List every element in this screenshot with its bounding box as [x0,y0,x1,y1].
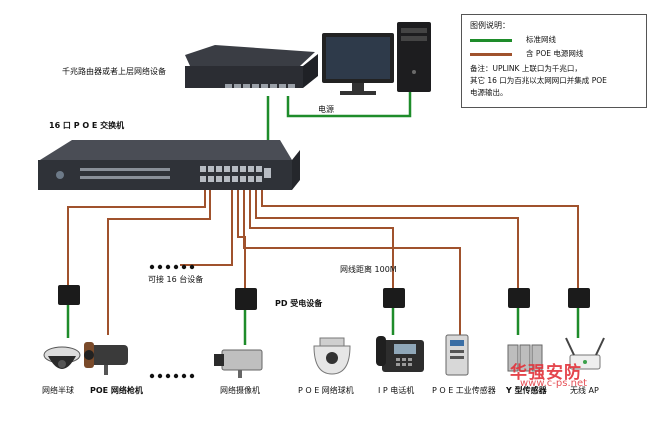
more-devices-dots [149,264,195,379]
router-label: 千兆路由器或者上层网络设备 [62,67,166,76]
ip-phone-label: I P 电话机 [378,386,415,395]
industrial-sensor-icon [445,334,469,376]
ap-label: 无线 AP [570,386,599,395]
legend-standard-label: 标准网线 [526,35,556,44]
legend-note-3: 电源输出。 [470,88,508,97]
bullet-camera-label: POE 网络枪机 [90,386,143,395]
wireless-ap-icon [565,337,605,370]
router-icon [185,45,318,88]
desktop-pc-icon [322,22,431,95]
watermark-logo: 华强安防 [510,363,582,383]
box-camera-label: 网络摄像机 [220,386,260,395]
bullet-camera-icon [84,342,128,375]
dome-camera-label: 网络半球 [42,386,74,395]
legend-standard-swatch [470,39,512,42]
legend-note-2: 其它 16 口为百兆以太网网口并集成 POE [470,76,607,85]
box-camera-icon [214,349,263,378]
speed-dome-label: P O E 网络球机 [298,386,354,395]
pd-label: PD 受电设备 [275,299,323,308]
legend-title: 图例说明： [470,21,510,30]
max-devices-label: 可接 16 台设备 [148,275,204,284]
legend-note-1: 备注：UPLINK 上联口为千兆口， [470,64,582,73]
legend-box: 图例说明： 标准网线 含 POE 电源网线 备注：UPLINK 上联口为千兆口，… [461,14,647,108]
poe-cables [67,185,579,335]
power-adapter-icon [58,285,590,310]
switch-label: 16 口 P O E 交换机 [49,121,125,130]
dome-camera-icon [43,346,81,369]
legend-poe-swatch [470,53,512,56]
legend-poe-label: 含 POE 电源网线 [526,49,584,58]
y-sensor-label: Y 型传感器 [506,386,547,395]
y-sensor-icon [507,344,543,372]
ip-phone-icon [376,336,424,372]
distance-label: 网线距离 100M [340,265,397,274]
poe-switch-icon [38,140,300,190]
industrial-sensor-label: P O E 工业传感器 [432,386,496,395]
power-label: 电源 [318,105,334,114]
watermark-url: www.c-ps.net [520,378,588,389]
speed-dome-icon [313,337,351,375]
